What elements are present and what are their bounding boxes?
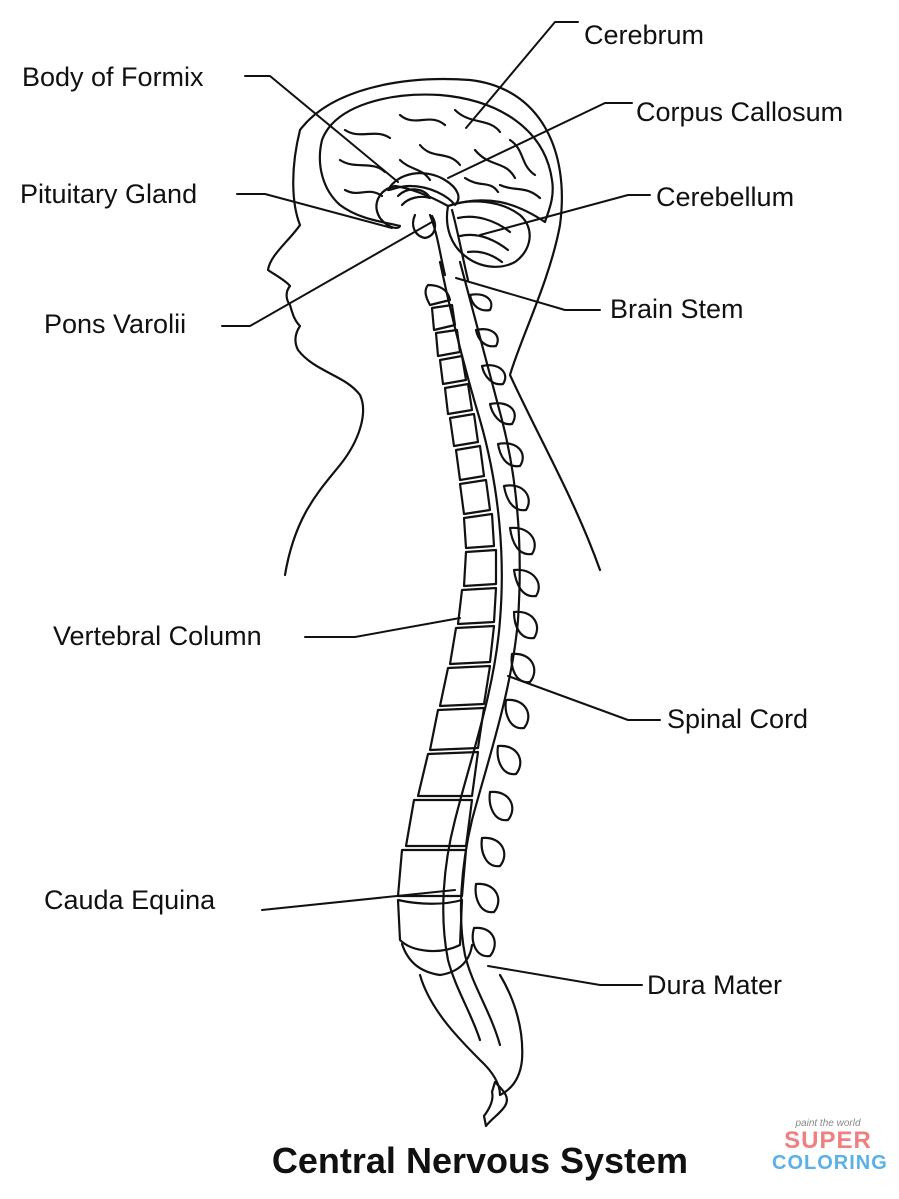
leader-spinal-cord: [507, 675, 661, 721]
watermark-word-coloring: COLORING: [772, 1152, 888, 1174]
label-cauda-equina: Cauda Equina: [44, 885, 216, 915]
leader-body-of-formix: [244, 75, 399, 183]
cerebrum-outline: [318, 93, 554, 229]
leader-cerebellum: [479, 194, 651, 236]
cerebellum-outline: [445, 200, 531, 268]
label-body-of-formix: Body of Formix: [22, 62, 204, 92]
leader-pituitary-gland: [236, 193, 393, 229]
label-cerebellum: Cerebellum: [656, 182, 795, 212]
leader-lines: [221, 21, 661, 986]
leader-cauda-equina: [261, 889, 456, 911]
spinal-cord-back: [458, 260, 521, 1047]
leader-cerebrum: [465, 21, 579, 129]
leader-vertebral-column: [304, 617, 461, 638]
corpus-callosum-shape: [386, 172, 460, 207]
cerebrum-folds: [338, 108, 542, 200]
leader-corpus-callosum: [447, 102, 633, 179]
label-brain-stem: Brain Stem: [610, 294, 744, 324]
label-pons-varolii: Pons Varolii: [44, 309, 187, 339]
label-vertebral-column: Vertebral Column: [53, 621, 262, 651]
sacrum: [418, 973, 524, 1097]
fornix-shape: [396, 188, 432, 207]
coccyx: [482, 1080, 509, 1128]
cerebellum-folds: [456, 215, 512, 264]
leader-pons-varolii: [221, 221, 433, 327]
vertebral-bodies: [396, 283, 498, 977]
brain-stem-shape: [428, 208, 470, 282]
spinous-processes: [468, 293, 540, 958]
face-profile: [266, 128, 365, 577]
watermark-word-super: SUPER: [784, 1127, 872, 1154]
watermark-tagline: paint the world: [795, 1118, 861, 1129]
watermark-logo: paint the world SUPER COLORING: [772, 1118, 888, 1174]
leader-brain-stem: [455, 277, 601, 311]
diagram-title: Central Nervous System: [271, 1140, 689, 1181]
spinal-cord-front: [438, 260, 503, 1042]
label-dura-mater: Dura Mater: [647, 970, 783, 1000]
head-outline: [298, 77, 602, 572]
pituitary-shape: [411, 213, 437, 240]
label-corpus-callosum: Corpus Callosum: [636, 97, 844, 127]
label-cerebrum: Cerebrum: [584, 20, 705, 50]
leader-dura-mater: [487, 965, 643, 986]
label-pituitary-gland: Pituitary Gland: [20, 179, 198, 209]
label-spinal-cord: Spinal Cord: [667, 704, 809, 734]
